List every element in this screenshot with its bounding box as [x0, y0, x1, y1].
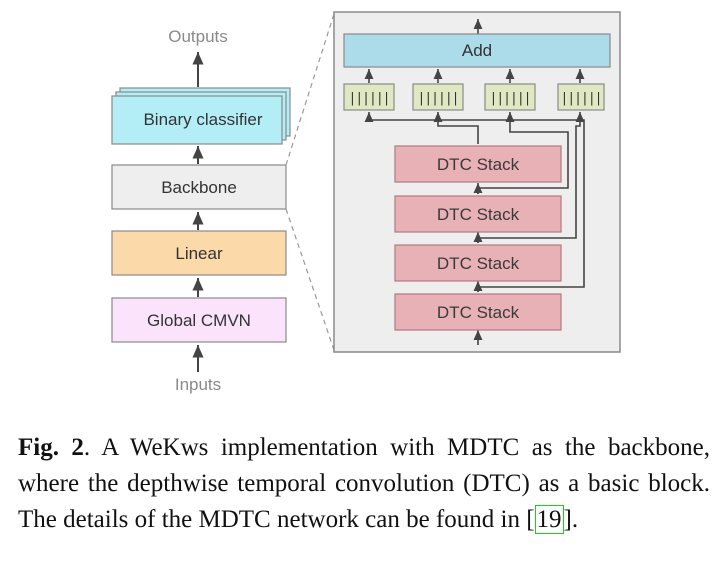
conv-bars-3: |||||| — [490, 91, 531, 106]
route-dtc1-to-conv2 — [433, 112, 479, 144]
conv-box-4: |||||| — [557, 83, 605, 111]
citation-link[interactable]: 19 — [534, 505, 564, 534]
linear-label: Linear — [175, 244, 223, 263]
dtc-stack-4-label: DTC Stack — [437, 303, 520, 322]
dtc-stack-1: DTC Stack — [394, 145, 562, 183]
conv-box-2: |||||| — [412, 83, 464, 111]
figure-caption: Fig. 2. A WeKws implementation with MDTC… — [18, 430, 710, 538]
dtc-stack-2-label: DTC Stack — [437, 205, 520, 224]
global-cmvn-block: Global CMVN — [111, 297, 287, 343]
linear-block: Linear — [111, 230, 287, 276]
conv-bars-2: |||||| — [418, 91, 459, 106]
caption-text: . A WeKws implementation with MDTC as th… — [18, 434, 710, 533]
global-cmvn-label: Global CMVN — [147, 311, 251, 330]
architecture-diagram: Outputs Binary classifier Backbone Linea… — [111, 11, 621, 394]
conv-box-1: |||||| — [343, 83, 395, 111]
conv-bars-4: |||||| — [561, 91, 602, 106]
binary-classifier-block: Binary classifier — [111, 87, 291, 145]
inputs-label: Inputs — [175, 375, 221, 394]
dtc-stack-4: DTC Stack — [394, 293, 562, 331]
figure-number: Fig. 2 — [18, 434, 84, 461]
conv-box-3: |||||| — [484, 83, 536, 111]
backbone-block: Backbone — [111, 164, 287, 210]
zoom-line-top — [285, 13, 335, 166]
dtc-stack-1-label: DTC Stack — [437, 155, 520, 174]
add-label: Add — [462, 41, 492, 60]
caption-end: ]. — [563, 506, 579, 533]
dtc-stack-3-label: DTC Stack — [437, 254, 520, 273]
dtc-stack-2: DTC Stack — [394, 195, 562, 233]
conv-bars-1: |||||| — [349, 91, 390, 106]
zoom-line-bottom — [285, 208, 335, 351]
backbone-label: Backbone — [161, 178, 237, 197]
dtc-stack-3: DTC Stack — [394, 244, 562, 282]
binary-classifier-label: Binary classifier — [143, 110, 262, 129]
outputs-label: Outputs — [168, 27, 228, 46]
add-block: Add — [343, 33, 611, 68]
